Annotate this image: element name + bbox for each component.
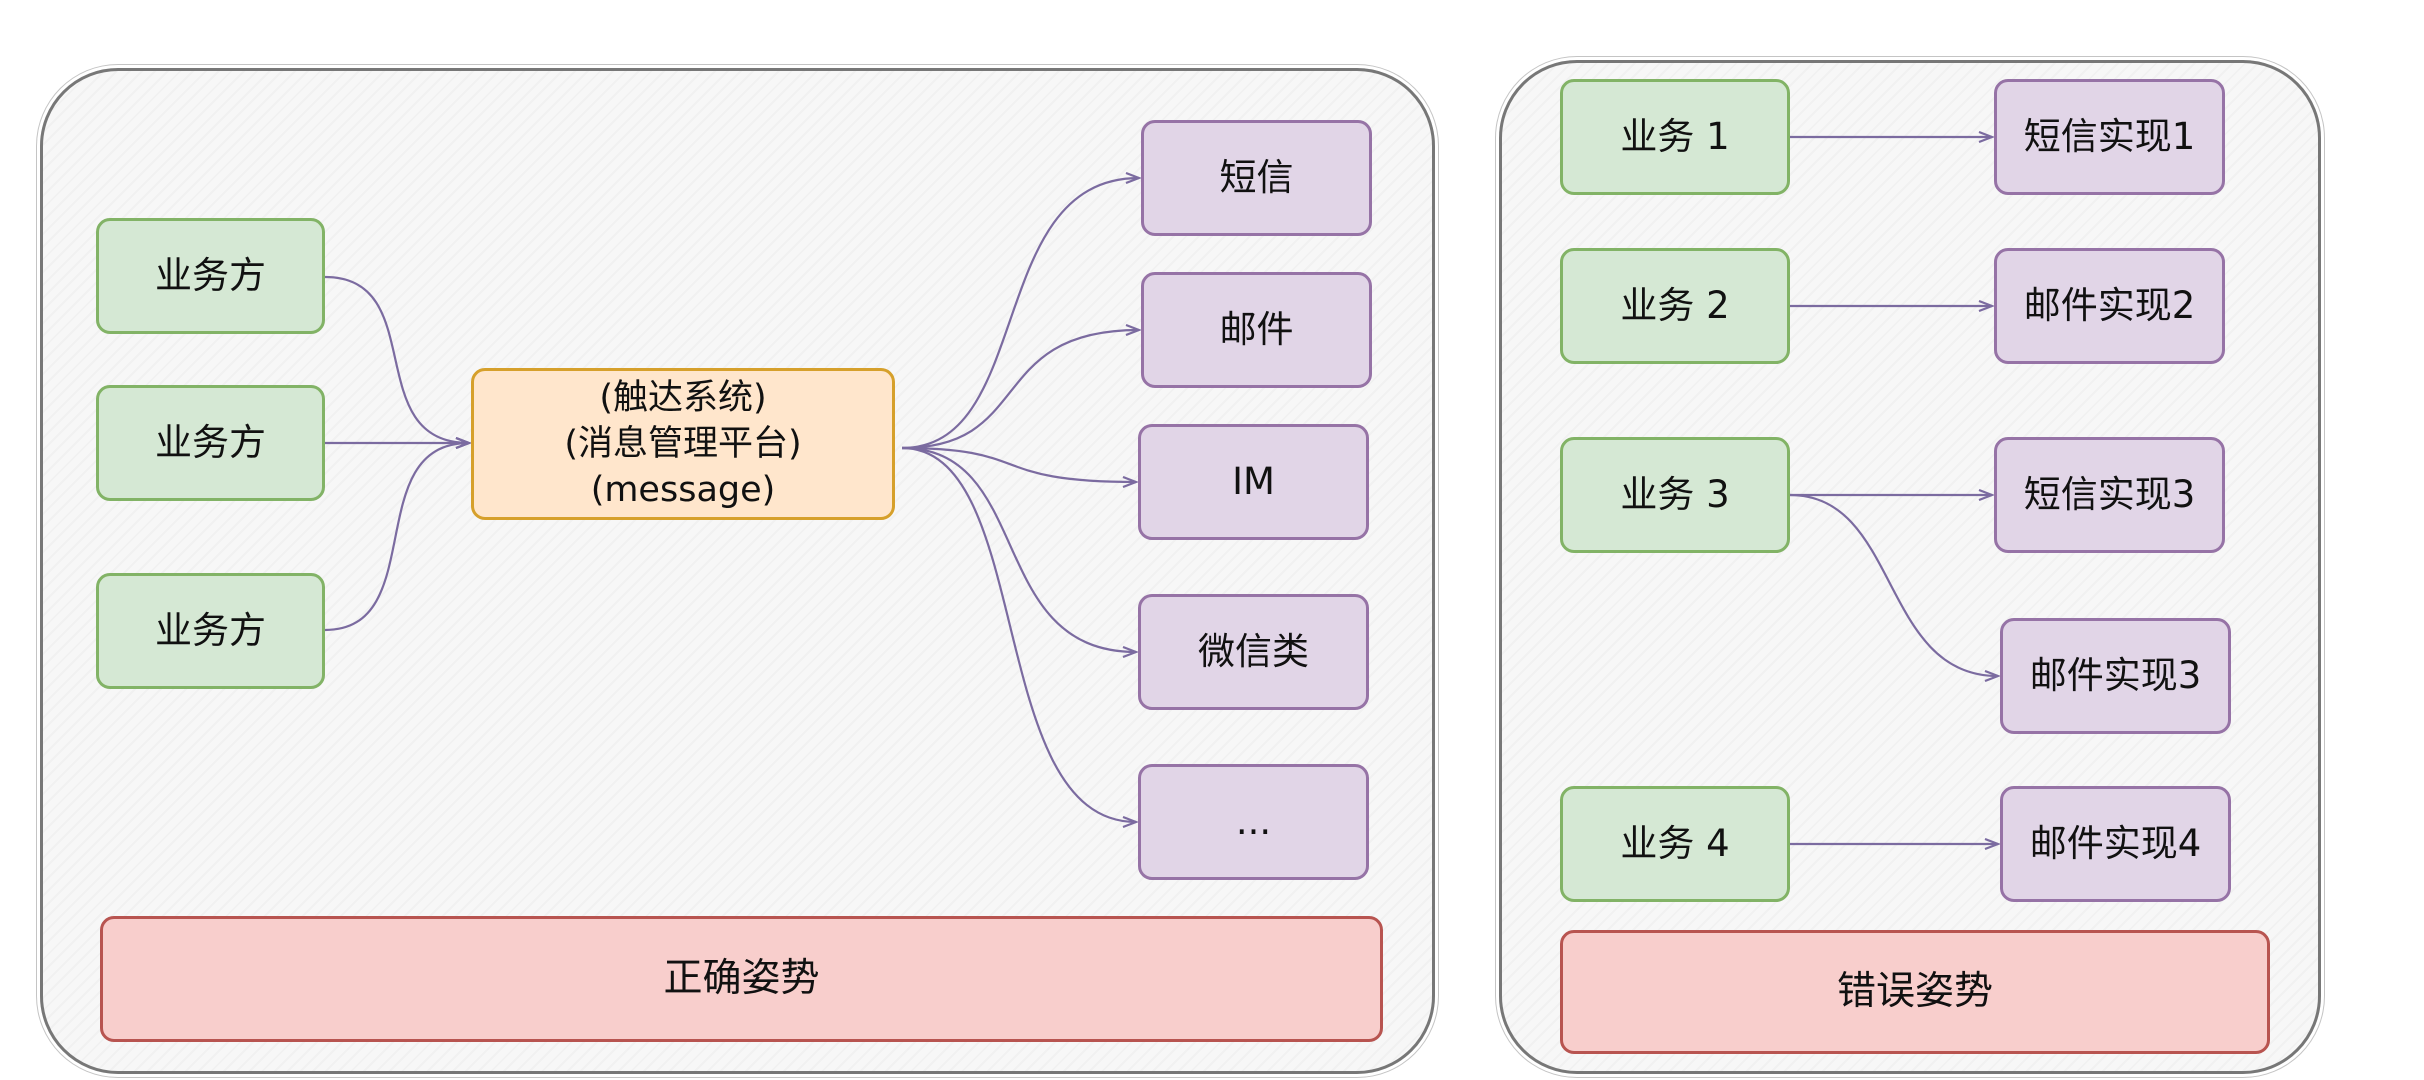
impl-node-sms-1: 短信实现1 [1994,79,2225,195]
hub-line-reach-system: (触达系统) [599,378,767,418]
wrong-approach-caption: 错误姿势 [1560,930,2270,1054]
service-node-2: 业务 2 [1560,248,1790,364]
channel-node-wechat: 微信类 [1138,594,1369,710]
message-platform-node: (触达系统) (消息管理平台) (message) [471,368,895,520]
service-node-1: 业务 1 [1560,79,1790,195]
impl-node-email-2: 邮件实现2 [1994,248,2225,364]
wrong-approach-panel [1499,60,2321,1074]
hub-line-message-platform: (消息管理平台) [564,424,802,464]
channel-node-sms: 短信 [1141,120,1372,236]
impl-node-email-4: 邮件实现4 [2000,786,2231,902]
channel-node-email: 邮件 [1141,272,1372,388]
channel-node-more: ... [1138,764,1369,880]
service-node-3: 业务 3 [1560,437,1790,553]
impl-node-email-3: 邮件实现3 [2000,618,2231,734]
impl-node-sms-3: 短信实现3 [1994,437,2225,553]
correct-approach-caption: 正确姿势 [100,916,1383,1042]
caller-node: 业务方 [96,573,325,689]
channel-node-im: IM [1138,424,1369,540]
caller-node: 业务方 [96,385,325,501]
service-node-4: 业务 4 [1560,786,1790,902]
caller-node: 业务方 [96,218,325,334]
hub-line-message: (message) [590,470,776,510]
